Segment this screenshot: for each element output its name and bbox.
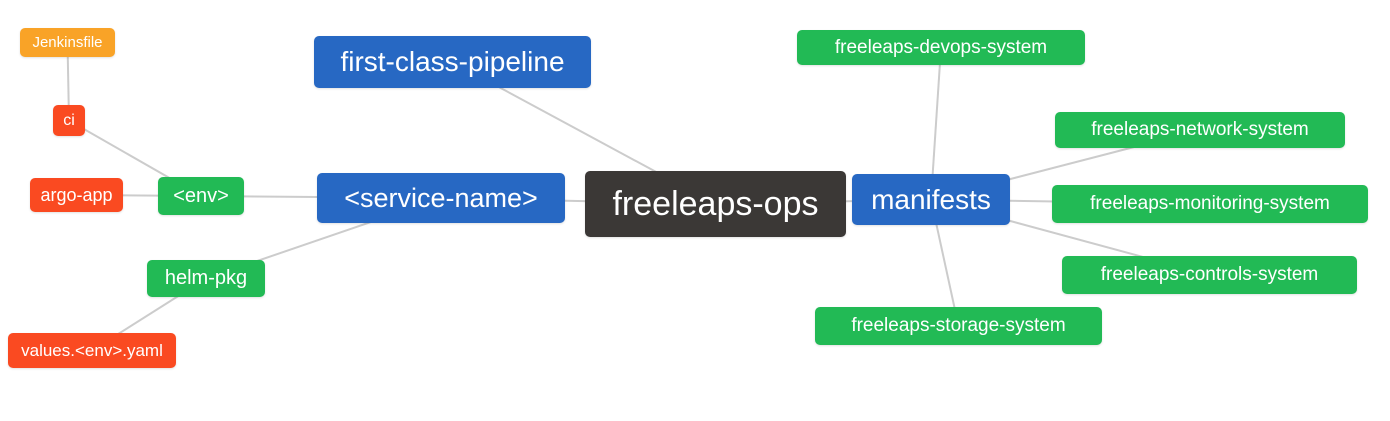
node-freeleaps-storage-system[interactable]: freeleaps-storage-system — [815, 307, 1102, 345]
node-env[interactable]: <env> — [158, 177, 244, 215]
node-manifests[interactable]: manifests — [852, 174, 1010, 225]
node-argo-app[interactable]: argo-app — [30, 178, 123, 212]
node-service-name[interactable]: <service-name> — [317, 173, 565, 223]
node-ci[interactable]: ci — [53, 105, 85, 136]
node-jenkinsfile[interactable]: Jenkinsfile — [20, 28, 115, 57]
node-freeleaps-ops[interactable]: freeleaps-ops — [585, 171, 846, 237]
node-freeleaps-monitoring-system[interactable]: freeleaps-monitoring-system — [1052, 185, 1368, 223]
node-helm-pkg[interactable]: helm-pkg — [147, 260, 265, 297]
node-first-class-pipeline[interactable]: first-class-pipeline — [314, 36, 591, 88]
node-freeleaps-controls-system[interactable]: freeleaps-controls-system — [1062, 256, 1357, 294]
node-freeleaps-network-system[interactable]: freeleaps-network-system — [1055, 112, 1345, 148]
node-freeleaps-devops-system[interactable]: freeleaps-devops-system — [797, 30, 1085, 65]
node-values-env-yaml[interactable]: values.<env>.yaml — [8, 333, 176, 368]
